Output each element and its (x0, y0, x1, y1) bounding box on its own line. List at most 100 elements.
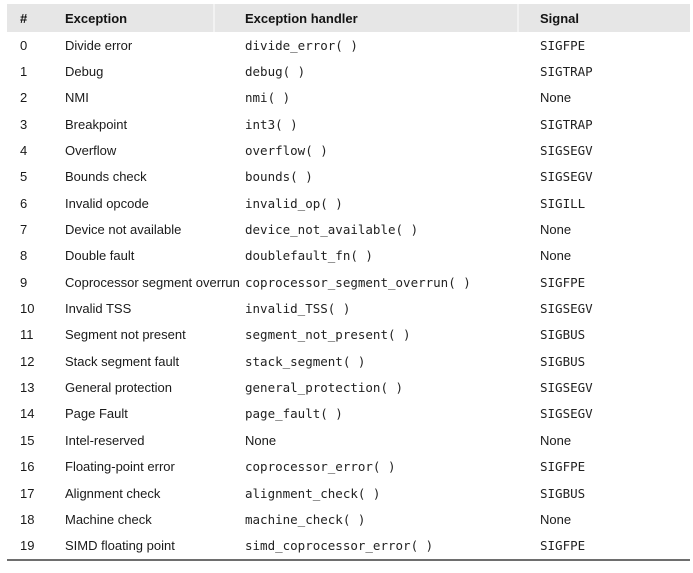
cell-vector-number: 9 (20, 274, 28, 290)
cell-vector-number: 7 (20, 222, 28, 238)
cell-exception-handler: simd_coprocessor_error( ) (245, 538, 434, 554)
table-bottom-rule (7, 558, 690, 561)
table-row: 10 Invalid TSS invalid_TSS( ) SIGSEGV (7, 295, 690, 321)
table-row: 7 Device not available device_not_availabl… (7, 216, 690, 242)
cell-exception-handler: debug( ) (245, 64, 306, 80)
cell-signal: None (540, 432, 572, 448)
cell-exception-handler: device_not_available( ) (245, 222, 419, 238)
table-row: 0 Divide error divide_error( ) SIGFPE (7, 32, 690, 58)
cell-vector-number: 12 (20, 353, 35, 369)
cell-exception-handler: divide_error( ) (245, 37, 358, 53)
table-row: 4 Overflow overflow( ) SIGSEGV (7, 137, 690, 163)
table-row: 15 Intel-reserved None None (7, 427, 690, 453)
cell-signal: SIGTRAP (540, 116, 593, 132)
cell-exception-handler: int3( ) (245, 116, 298, 132)
cell-exception-handler: invalid_TSS( ) (245, 301, 351, 317)
cell-exception-handler: coprocessor_error( ) (245, 459, 396, 475)
cell-signal: SIGSEGV (540, 169, 593, 185)
cell-exception-name: Machine check (65, 511, 152, 527)
table-row: 13 General protection general_protection( … (7, 374, 690, 400)
cell-exception-handler: general_protection( ) (245, 380, 404, 396)
column-header-signal: Signal (540, 10, 580, 26)
cell-vector-number: 14 (20, 406, 35, 422)
cell-exception-name: Divide error (65, 37, 133, 53)
cell-signal: SIGFPE (540, 274, 586, 290)
header-column-separator (517, 4, 519, 32)
table-row: 2 NMI nmi( ) None (7, 85, 690, 111)
table-row: 12 Stack segment fault stack_segment( ) SIG… (7, 348, 690, 374)
cell-exception-handler: alignment_check( ) (245, 485, 381, 501)
cell-exception-name: Floating-point error (65, 459, 175, 475)
table-row: 6 Invalid opcode invalid_op( ) SIGILL (7, 190, 690, 216)
cell-exception-name: Double fault (65, 248, 135, 264)
column-header-number: # (20, 10, 28, 26)
table-row: 17 Alignment check alignment_check( ) SIGBU… (7, 480, 690, 506)
cell-vector-number: 8 (20, 248, 28, 264)
cell-exception-handler: segment_not_present( ) (245, 327, 411, 343)
cell-signal: None (540, 248, 572, 264)
cell-exception-name: Debug (65, 64, 104, 80)
cell-signal: None (540, 90, 572, 106)
cell-signal: SIGFPE (540, 459, 586, 475)
table-body: 0 Divide error divide_error( ) SIGFPE 1 Debug… (7, 32, 690, 559)
cell-exception-name: Breakpoint (65, 116, 128, 132)
cell-exception-name: General protection (65, 380, 172, 396)
cell-exception-name: Invalid TSS (65, 301, 132, 317)
cell-exception-name: Invalid opcode (65, 195, 149, 211)
cell-exception-name: Intel-reserved (65, 432, 145, 448)
cell-vector-number: 17 (20, 485, 35, 501)
cell-exception-handler: invalid_op( ) (245, 195, 343, 211)
table-header-row: # Exception Exception handler Signal (7, 4, 690, 32)
cell-exception-handler: bounds( ) (245, 169, 313, 185)
cell-vector-number: 18 (20, 511, 35, 527)
cell-signal: SIGSEGV (540, 380, 593, 396)
cell-vector-number: 10 (20, 301, 35, 317)
table-row: 8 Double fault doublefault_fn( ) None (7, 243, 690, 269)
cell-signal: SIGBUS (540, 353, 586, 369)
cell-exception-name: Page Fault (65, 406, 128, 422)
cell-exception-name: Stack segment fault (65, 353, 180, 369)
column-header-exception-handler: Exception handler (245, 10, 358, 26)
cell-exception-handler: coprocessor_segment_overrun( ) (245, 274, 471, 290)
table-row: 3 Breakpoint int3( ) SIGTRAP (7, 111, 690, 137)
cell-signal: SIGFPE (540, 37, 586, 53)
cell-exception-name: Bounds check (65, 169, 147, 185)
cell-exception-handler: overflow( ) (245, 143, 328, 159)
cell-vector-number: 15 (20, 432, 35, 448)
header-column-separator (213, 4, 215, 32)
exceptions-table: # Exception Exception handler Signal 0 Di… (7, 4, 690, 561)
cell-vector-number: 1 (20, 64, 28, 80)
cell-vector-number: 6 (20, 195, 28, 211)
cell-signal: SIGBUS (540, 327, 586, 343)
cell-signal: SIGBUS (540, 485, 586, 501)
cell-signal: SIGSEGV (540, 143, 593, 159)
cell-vector-number: 2 (20, 90, 28, 106)
cell-exception-handler: stack_segment( ) (245, 353, 366, 369)
cell-vector-number: 5 (20, 169, 28, 185)
cell-exception-handler: machine_check( ) (245, 511, 366, 527)
cell-exception-handler: nmi( ) (245, 90, 291, 106)
cell-exception-name: Device not available (65, 222, 182, 238)
cell-exception-handler: doublefault_fn( ) (245, 248, 373, 264)
cell-vector-number: 19 (20, 538, 35, 554)
cell-signal: SIGSEGV (540, 406, 593, 422)
cell-exception-handler: None (245, 432, 277, 448)
cell-exception-name: Segment not present (65, 327, 186, 343)
cell-exception-name: NMI (65, 90, 89, 106)
cell-exception-name: Overflow (65, 143, 117, 159)
cell-vector-number: 0 (20, 37, 28, 53)
cell-signal: SIGSEGV (540, 301, 593, 317)
cell-vector-number: 4 (20, 143, 28, 159)
cell-vector-number: 13 (20, 380, 35, 396)
cell-signal: SIGFPE (540, 538, 586, 554)
cell-signal: SIGILL (540, 195, 586, 211)
cell-vector-number: 3 (20, 116, 28, 132)
cell-exception-name: Alignment check (65, 485, 161, 501)
column-header-exception: Exception (65, 10, 128, 26)
cell-signal: None (540, 222, 572, 238)
